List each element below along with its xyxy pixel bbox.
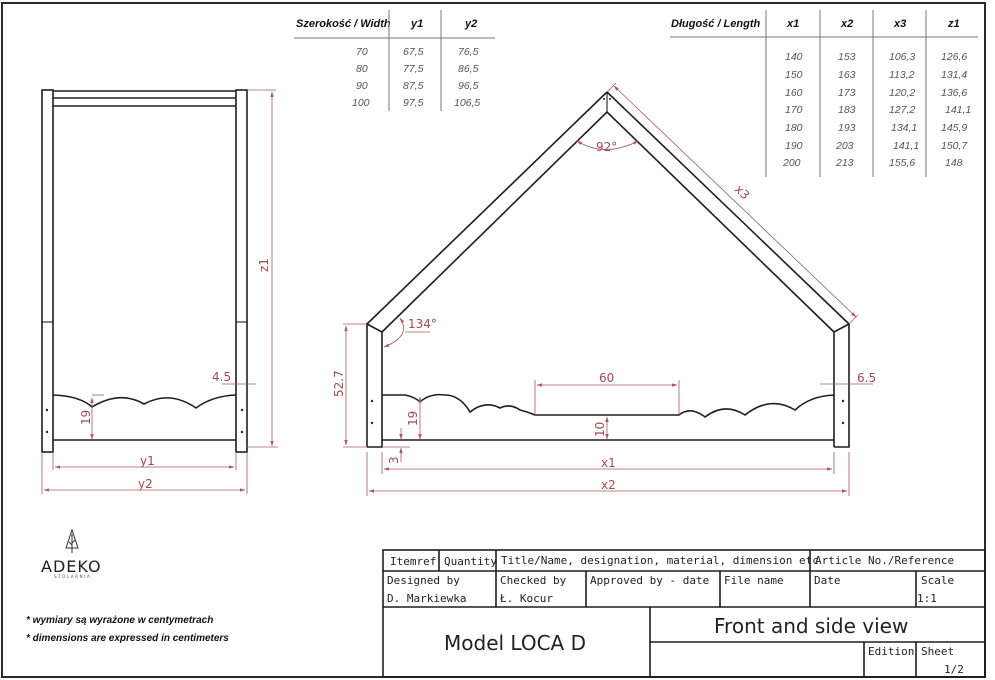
edition-label: Edition — [868, 645, 914, 658]
date-label: Date — [814, 574, 841, 587]
table-cell: 155,6 — [889, 157, 915, 169]
file-name-label: File name — [724, 574, 784, 587]
side-wave-label: 19 — [406, 411, 420, 426]
table-cell: 180 — [785, 122, 803, 134]
side-x2-label: x2 — [601, 478, 616, 492]
table-cell: 126,6 — [941, 51, 967, 63]
table-cell: 76,5 — [458, 46, 479, 58]
sheet-label: Sheet — [921, 645, 954, 658]
table-cell: 150 — [785, 69, 803, 81]
table-cell: 131,4 — [941, 69, 967, 81]
roof-length-label: x3 — [732, 182, 752, 202]
table-cell: 200 — [782, 157, 801, 169]
length-table-header-x1: x1 — [786, 18, 799, 30]
table-cell: 145,9 — [941, 122, 967, 134]
opening-label: 60 — [599, 371, 614, 385]
side-view: 92° 134° x3 52.7 19 3 60 10 6.5 — [332, 82, 876, 496]
table-cell: 67,5 — [403, 46, 424, 58]
length-table-header: Długość / Length — [671, 18, 761, 30]
width-table: Szerokość / Width y1 y2 70 67,5 76,5 80 … — [294, 10, 495, 111]
front-view: z1 19 4.5 y1 y2 — [41, 89, 278, 494]
table-cell: 90 — [356, 80, 368, 92]
roof-angle-label: 92° — [596, 140, 617, 154]
width-table-rows: 70 67,5 76,5 80 77,5 86,5 90 87,5 96,5 1… — [352, 46, 480, 109]
front-y2-label: y2 — [138, 477, 153, 491]
width-table-header-y1: y1 — [410, 18, 423, 30]
approved-label: Approved by - date — [590, 574, 709, 587]
table-cell: 213 — [835, 157, 854, 169]
table-cell: 106,5 — [454, 97, 480, 109]
width-table-header: Szerokość / Width — [296, 18, 391, 30]
tree-icon — [65, 528, 79, 553]
table-cell: 148 — [945, 157, 963, 169]
side-x1-label: x1 — [601, 456, 616, 470]
table-cell: 136,6 — [941, 87, 967, 99]
checked-by-value: Ł. Kocur — [499, 592, 553, 605]
designed-by-value: D. Markiewka — [387, 592, 466, 605]
itemref-label: Itemref — [390, 555, 436, 568]
note-polish: * wymiary są wyrażone w centymetrach — [26, 615, 213, 626]
scale-value: 1:1 — [917, 592, 937, 605]
view-title: Front and side view — [714, 614, 908, 638]
table-cell: 70 — [356, 46, 368, 58]
front-z1-label: z1 — [257, 258, 271, 272]
table-cell: 153 — [838, 51, 856, 63]
width-table-header-y2: y2 — [464, 18, 477, 30]
table-cell: 106,3 — [889, 51, 915, 63]
table-cell: 141,1 — [893, 140, 919, 152]
logo-name: ADEKO — [41, 557, 102, 576]
table-cell: 163 — [838, 69, 856, 81]
table-cell: 183 — [838, 104, 856, 116]
length-table-header-z1: z1 — [947, 18, 960, 30]
gap-label: 3 — [387, 456, 401, 464]
table-cell: 120,2 — [889, 87, 915, 99]
sheet-value: 1/2 — [944, 663, 964, 676]
article-label: Article No./Reference — [815, 554, 954, 567]
logo-subtitle: STOLARNIA — [54, 574, 91, 579]
scale-label: Scale — [921, 574, 954, 587]
table-cell: 86,5 — [458, 63, 479, 75]
title-block: Itemref Quantity Title/Name, designation… — [382, 549, 986, 678]
table-cell: 150,7 — [941, 140, 968, 152]
table-cell: 193 — [838, 122, 856, 134]
table-cell: 97,5 — [403, 97, 424, 109]
wall-height-label: 52.7 — [332, 370, 346, 397]
opening-height-label: 10 — [593, 422, 607, 437]
quantity-label: Quantity — [444, 555, 497, 568]
length-table-header-x3: x3 — [893, 18, 906, 30]
table-cell: 190 — [785, 140, 803, 152]
table-cell: 141,1 — [945, 104, 971, 116]
note-english: * dimensions are expressed in centimeter… — [26, 633, 229, 644]
adeko-logo: ADEKO STOLARNIA — [41, 528, 102, 579]
table-cell: 173 — [838, 87, 856, 99]
length-table-rows: 140 153 106,3 126,6 150 163 113,2 131,4 … — [782, 51, 971, 169]
table-cell: 96,5 — [458, 80, 479, 92]
wall-angle-label: 134° — [408, 317, 437, 331]
model-name: Model LOCA D — [444, 631, 586, 655]
title-header: Title/Name, designation, material, dimen… — [501, 554, 819, 567]
table-cell: 134,1 — [891, 122, 917, 134]
table-cell: 113,2 — [889, 69, 915, 81]
table-cell: 203 — [835, 140, 854, 152]
table-cell: 87,5 — [403, 80, 424, 92]
table-cell: 77,5 — [403, 63, 424, 75]
designed-by-label: Designed by — [387, 574, 460, 587]
checked-by-label: Checked by — [500, 574, 567, 587]
length-table-header-x2: x2 — [840, 18, 853, 30]
table-cell: 140 — [785, 51, 803, 63]
table-cell: 100 — [352, 97, 370, 109]
table-cell: 127,2 — [889, 104, 915, 116]
table-cell: 80 — [356, 63, 368, 75]
table-cell: 170 — [785, 104, 803, 116]
front-y1-label: y1 — [140, 454, 155, 468]
front-wave-label: 19 — [79, 410, 93, 425]
front-post-label: 4.5 — [212, 370, 231, 384]
length-table: Długość / Length x1 x2 x3 z1 140 153 106… — [670, 10, 978, 177]
side-post-label: 6.5 — [857, 371, 876, 385]
table-cell: 160 — [785, 87, 803, 99]
